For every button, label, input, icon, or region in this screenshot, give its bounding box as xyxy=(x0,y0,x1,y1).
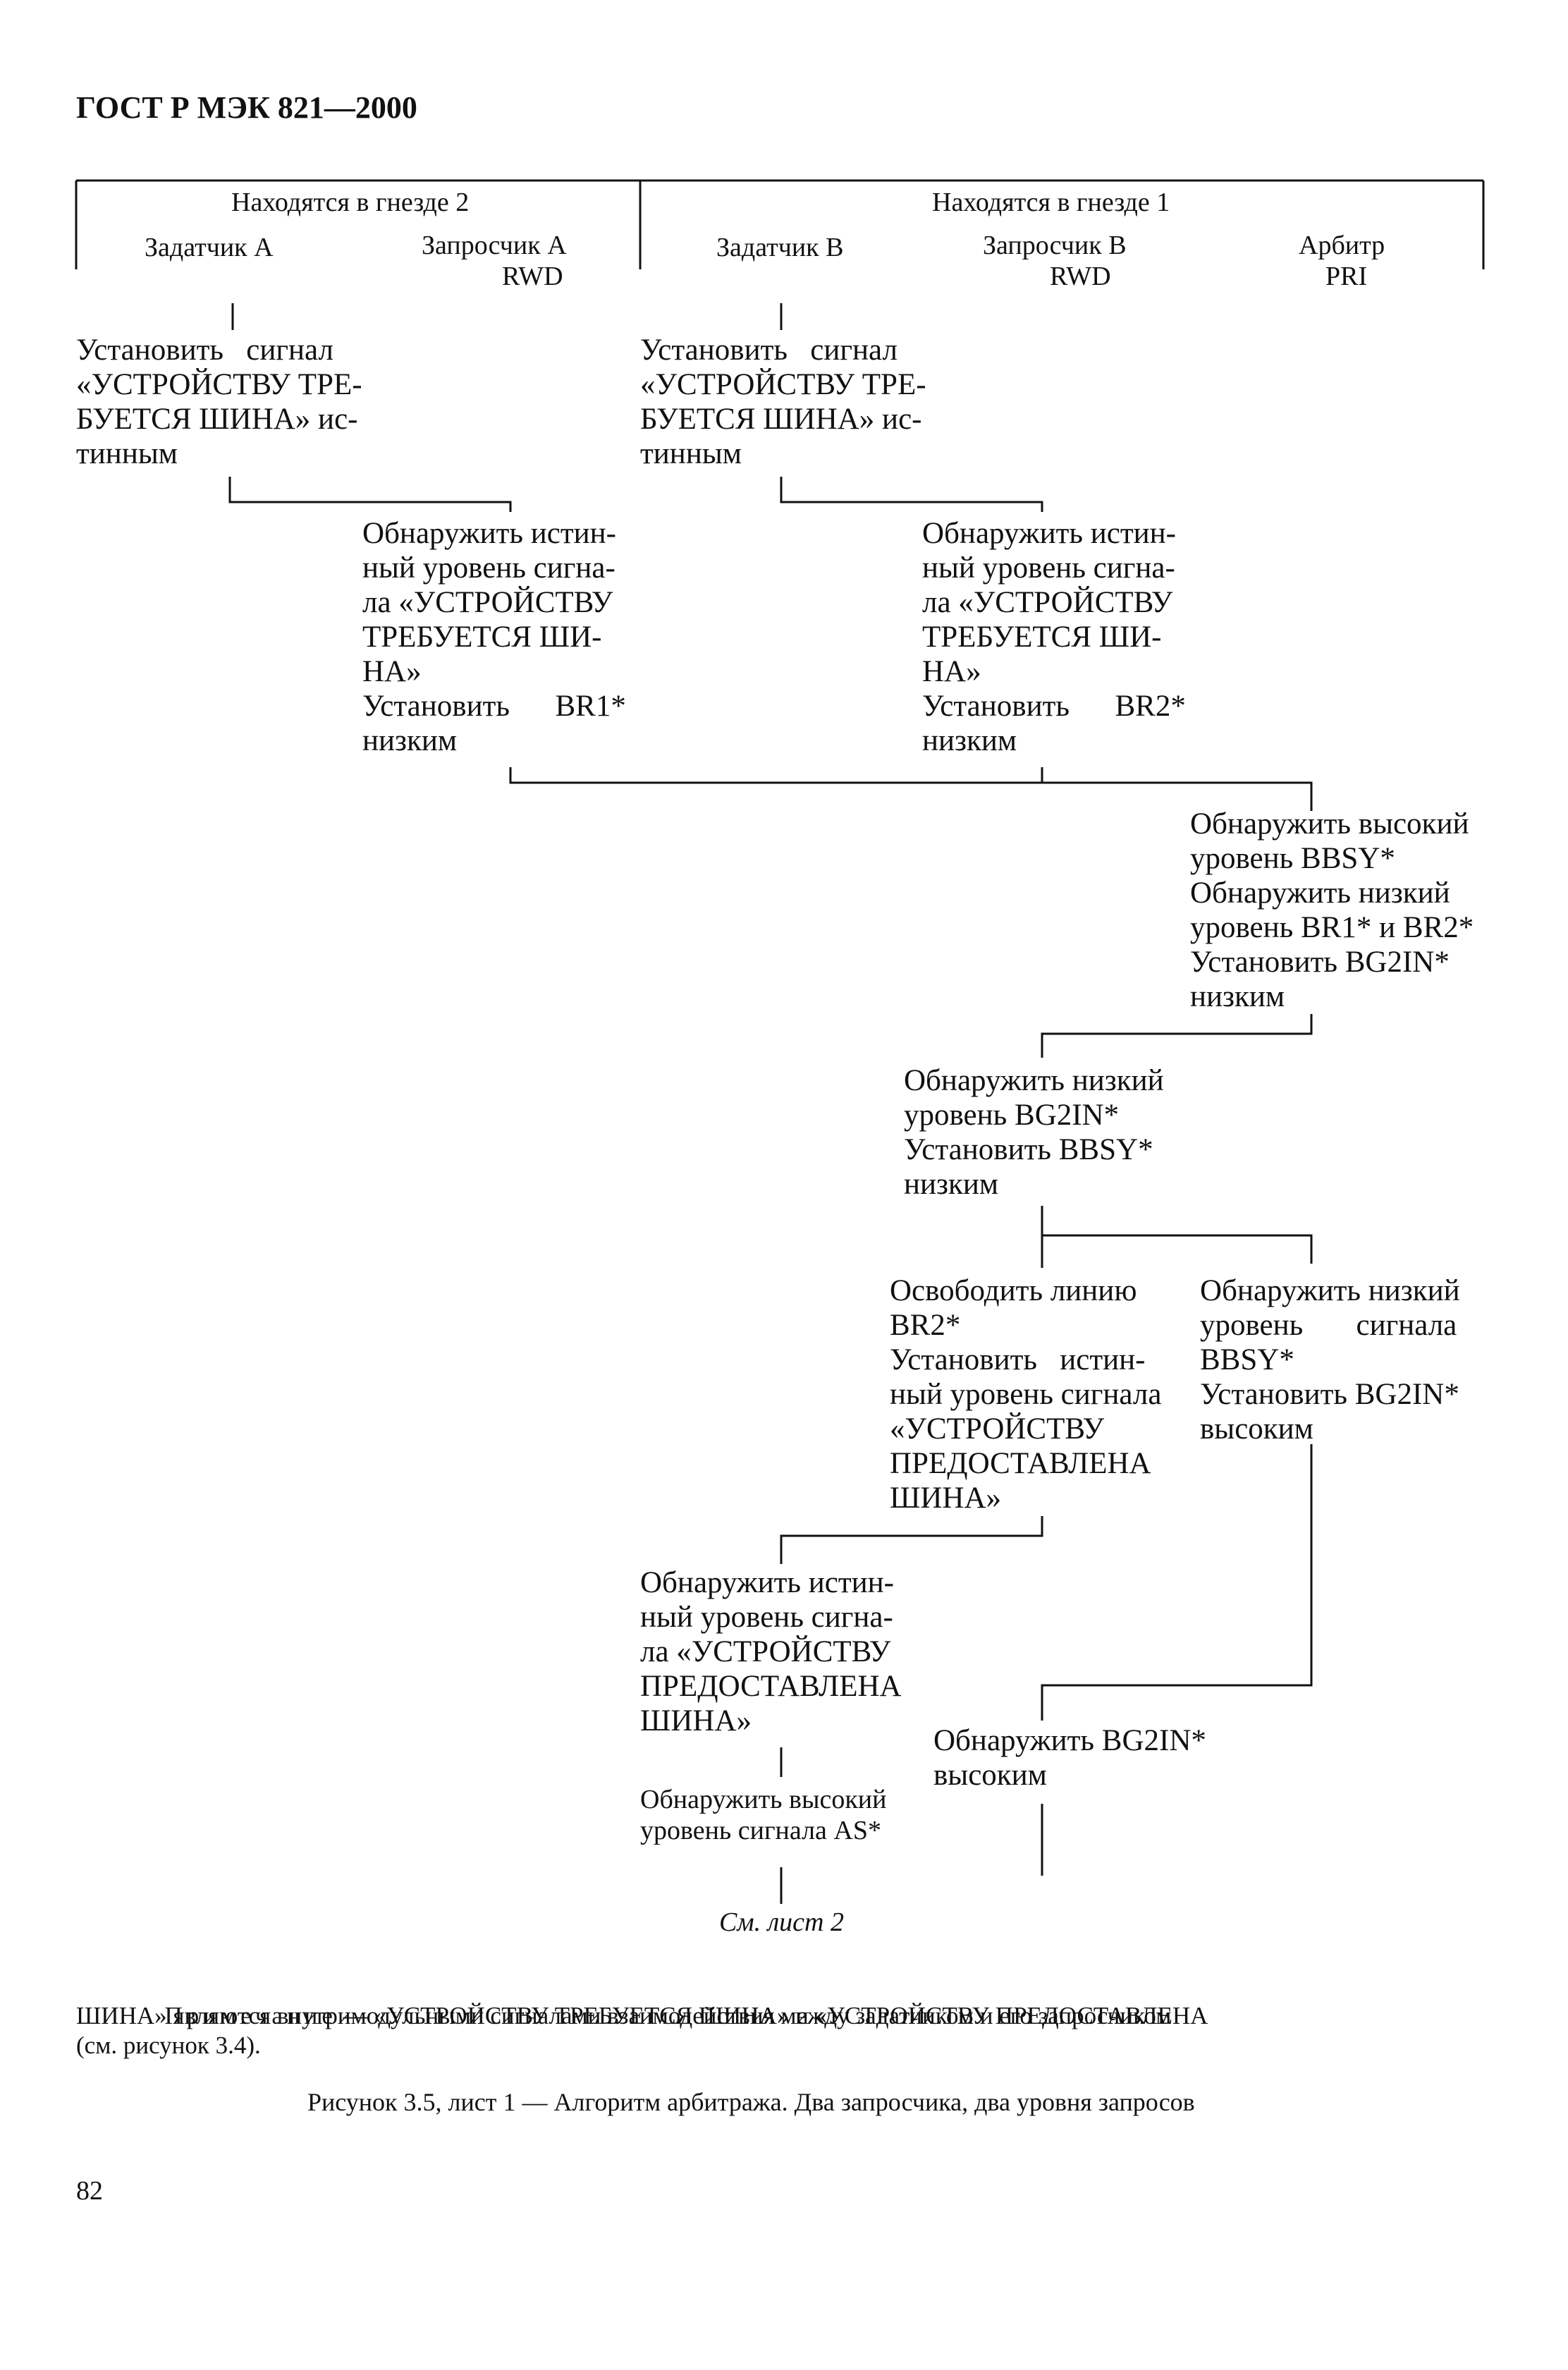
column-requester-b: Запросчик В RWD xyxy=(983,231,1127,291)
note-text-3: (см. рисунок 3.4). xyxy=(76,2032,261,2059)
step-requester-b-take-bus: Обнаружить низкий уровень BG2IN* Установ… xyxy=(904,1064,1164,1201)
step-arbiter-grant: Обнаружить высокий уровень BBSY* Обнаруж… xyxy=(1190,807,1474,1013)
column-requester-a: Запросчик А RWD xyxy=(422,231,567,291)
column-master-a: Задатчик А xyxy=(145,233,274,262)
step-master-b-detect-as: Обнаружить высокий уровень сигнала AS* xyxy=(640,1785,887,1845)
step-requester-a-detect-request: Обнаружить истин- ный уровень сигна- ла … xyxy=(362,517,626,757)
column-arbiter: Арбитр PRI xyxy=(1299,231,1385,291)
column-master-b: Задатчик В xyxy=(716,233,844,262)
document-title: ГОСТ Р МЭК 821—2000 xyxy=(76,90,417,125)
step-master-b-detect-grant: Обнаружить истин- ный уровень сигна- ла … xyxy=(640,1566,902,1737)
figure-caption: Рисунок 3.5, лист 1 — Алгоритм арбитража… xyxy=(307,2088,1195,2116)
step-requester-b-detect-request: Обнаружить истин- ный уровень сигна- ла … xyxy=(922,517,1186,757)
note-text-1: — «УСТРОЙСТВУ ТРЕБУЕТСЯ ШИНА» и «УСТРОЙС… xyxy=(336,2002,1208,2029)
figure-note: Примечание — «УСТРОЙСТВУ ТРЕБУЕТСЯ ШИНА»… xyxy=(152,1972,1208,2031)
slot1-header: Находятся в гнезде 1 xyxy=(932,188,1170,217)
step-arbiter-release-grant: Обнаружить низкий уровень сигнала BBSY* … xyxy=(1200,1274,1460,1446)
note-label: Примечание xyxy=(164,2002,337,2029)
step-requester-b-detect-bg2in-high: Обнаружить BG2IN* высоким xyxy=(933,1724,1206,1792)
page-number: 82 xyxy=(76,2176,103,2206)
continuation-reference: См. лист 2 xyxy=(719,1907,844,1937)
step-master-a-set-request: Установить сигнал «УСТРОЙСТВУ ТРЕ- БУЕТС… xyxy=(76,334,362,470)
step-requester-b-grant-master: Освободить линию BR2* Установить истин- … xyxy=(890,1274,1162,1515)
slot2-header: Находятся в гнезде 2 xyxy=(231,188,470,217)
step-master-b-set-request: Установить сигнал «УСТРОЙСТВУ ТРЕ- БУЕТС… xyxy=(640,334,926,470)
note-text-2: ШИНА» являются внутримодульными сигналам… xyxy=(76,2002,1172,2029)
